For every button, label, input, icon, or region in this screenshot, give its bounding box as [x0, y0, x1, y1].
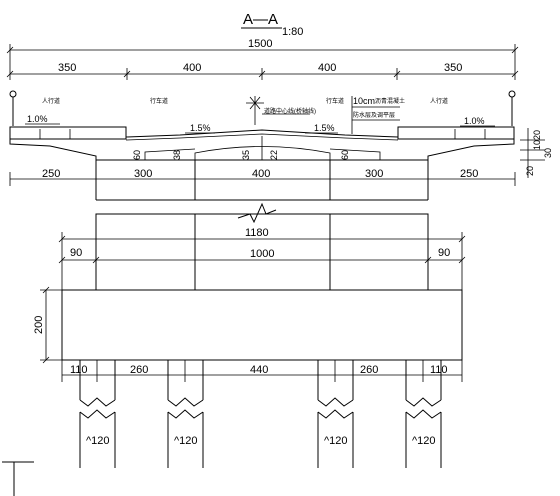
- left-railing: [9, 90, 17, 126]
- dim-tick: [458, 256, 466, 264]
- section-title: A—A: [243, 11, 278, 28]
- dim-seg-2: 400: [183, 62, 201, 74]
- dim-right-bottom: 20: [525, 166, 535, 176]
- dim-tick: [258, 70, 266, 78]
- dim-pile-1: 110: [70, 364, 88, 376]
- right-side-dims: [520, 128, 545, 178]
- dim-tick: [42, 356, 50, 364]
- dim-tick: [511, 70, 519, 78]
- dim-pile-3: 440: [250, 364, 268, 376]
- dim-tick: [6, 70, 14, 78]
- pile-2-diameter: ^120: [174, 435, 198, 447]
- pile-1: [79, 360, 116, 468]
- dim-right-10: 10: [532, 140, 542, 150]
- slope-left-lane: 1.5%: [190, 123, 211, 133]
- dim-bottom-3: 400: [252, 168, 270, 180]
- dim-flange-right: 60: [340, 150, 350, 160]
- dim-seg-4: 350: [444, 62, 462, 74]
- dim-center: 22: [269, 150, 279, 160]
- dim-tick: [58, 235, 66, 243]
- label-right-lane: 行车道: [326, 97, 344, 105]
- slope-left-walk: 1.0%: [27, 114, 48, 124]
- dim-right-offset: 90: [438, 247, 450, 259]
- label-right-sidewalk: 人行道: [430, 97, 448, 105]
- dim-right-30: 30: [543, 148, 553, 158]
- pile-3: [317, 360, 354, 468]
- dim-cap-height: 200: [33, 316, 45, 334]
- section-scale: 1:80: [282, 26, 303, 38]
- dim-tick: [58, 256, 66, 264]
- paving-material: 沥青混凝土: [375, 97, 405, 105]
- pile-2: [167, 360, 204, 468]
- dim-bottom-1: 250: [42, 168, 60, 180]
- dim-flange-left: 60: [132, 150, 142, 160]
- label-left-lane: 行车道: [150, 97, 168, 105]
- dim-tick: [393, 70, 401, 78]
- dim-tick: [123, 70, 131, 78]
- dim-pile-5: 110: [430, 364, 448, 376]
- label-center-line: 道路中心线(桥轴线): [264, 107, 316, 115]
- right-railing: [508, 90, 516, 126]
- dim-bottom-2: 300: [134, 168, 152, 180]
- dim-left-offset: 90: [70, 247, 82, 259]
- dim-pile-4: 260: [360, 364, 378, 376]
- center-line-marker: [246, 96, 310, 125]
- pile-1-diameter: ^120: [86, 435, 110, 447]
- dim-tick: [458, 235, 466, 243]
- dim-tick: [511, 46, 519, 54]
- dim-cap-total: 1180: [245, 227, 269, 239]
- dim-right-20: 20: [532, 130, 542, 140]
- dim-pile-2: 260: [130, 364, 148, 376]
- pile-4: [405, 360, 442, 468]
- dim-tick: [42, 286, 50, 294]
- break-line: [96, 199, 428, 224]
- dim-seg-1: 350: [58, 62, 76, 74]
- dim-void-right: 35: [241, 150, 251, 160]
- dim-tick: [92, 256, 100, 264]
- pile-4-diameter: ^120: [412, 435, 436, 447]
- dim-bottom-5: 250: [460, 168, 478, 180]
- slope-right-walk: 1.0%: [464, 116, 485, 126]
- pile-cap: [61, 289, 463, 361]
- dim-total-label: 1500: [248, 38, 272, 50]
- paving-thickness: 10cm: [353, 96, 375, 106]
- slope-right-lane: 1.5%: [314, 123, 335, 133]
- frame-corner: [2, 461, 34, 496]
- pile-3-diameter: ^120: [324, 435, 348, 447]
- dim-tick: [424, 256, 432, 264]
- label-left-sidewalk: 人行道: [42, 97, 60, 105]
- box-girder-section: [9, 126, 515, 161]
- dim-tick: [6, 46, 14, 54]
- paving-layer: 防水层及调平层: [353, 111, 395, 119]
- dim-bottom-4: 300: [365, 168, 383, 180]
- dim-void-left: 38: [172, 150, 182, 160]
- dim-seg-3: 400: [318, 62, 336, 74]
- dim-inner: 1000: [250, 248, 274, 260]
